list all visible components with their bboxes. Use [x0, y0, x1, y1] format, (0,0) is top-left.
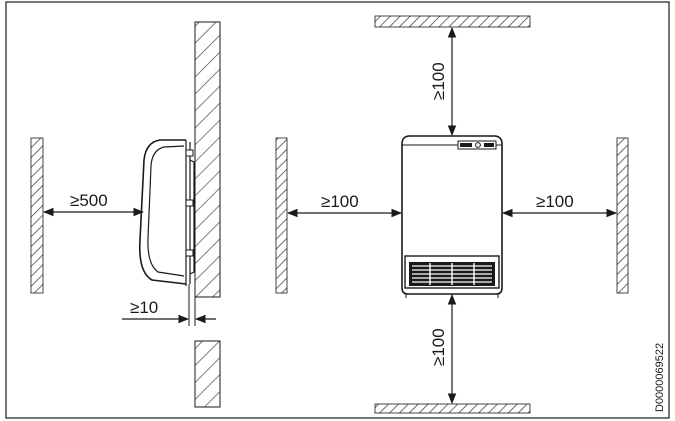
floor	[374, 403, 531, 414]
diagram-frame	[5, 1, 670, 419]
left-clearance-label: ≥100	[321, 192, 359, 211]
front-clearance-label: ≥500	[70, 191, 108, 210]
right-clearance-label: ≥100	[536, 192, 574, 211]
front-view: ≥100 ≥100 ≥100 ≥100	[275, 15, 629, 414]
rear-gap-label: ≥10	[130, 298, 158, 317]
side-view: ≥500 ≥10	[30, 21, 221, 408]
document-code: D0000069522	[654, 343, 666, 412]
mounting-wall-lower	[194, 340, 221, 408]
heater-side-profile	[138, 139, 195, 286]
left-wall	[275, 137, 288, 294]
mounting-wall	[194, 21, 221, 298]
bottom-clearance-label: ≥100	[429, 328, 448, 366]
heater-front	[401, 135, 503, 298]
right-wall	[616, 137, 629, 294]
front-wall	[30, 137, 44, 294]
top-clearance-label: ≥100	[429, 62, 448, 100]
ceiling	[374, 15, 531, 28]
